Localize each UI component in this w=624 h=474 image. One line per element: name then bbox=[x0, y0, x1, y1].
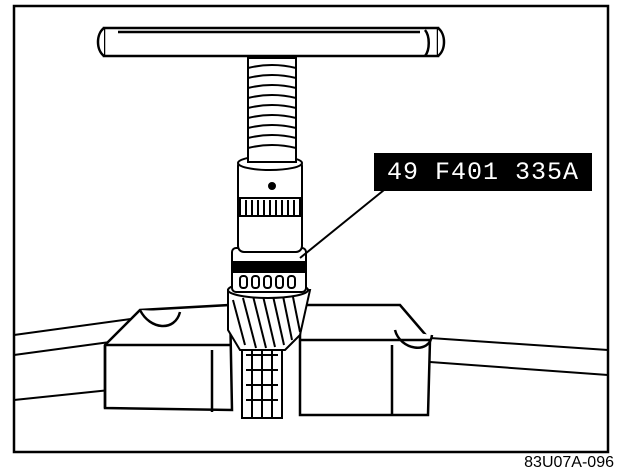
part-number-callout: 49 F401 335A bbox=[374, 153, 592, 191]
threaded-spindle bbox=[247, 57, 297, 163]
shaft bbox=[241, 339, 283, 419]
left-support-block bbox=[103, 303, 234, 412]
bearing bbox=[231, 247, 307, 293]
figure-frame bbox=[12, 4, 610, 454]
right-support-block bbox=[298, 303, 434, 417]
t-handle bbox=[96, 26, 446, 58]
callout-leader-line bbox=[299, 189, 385, 259]
figure-id-label: 83U07A-096 bbox=[524, 454, 614, 471]
puller-collar bbox=[237, 155, 303, 253]
